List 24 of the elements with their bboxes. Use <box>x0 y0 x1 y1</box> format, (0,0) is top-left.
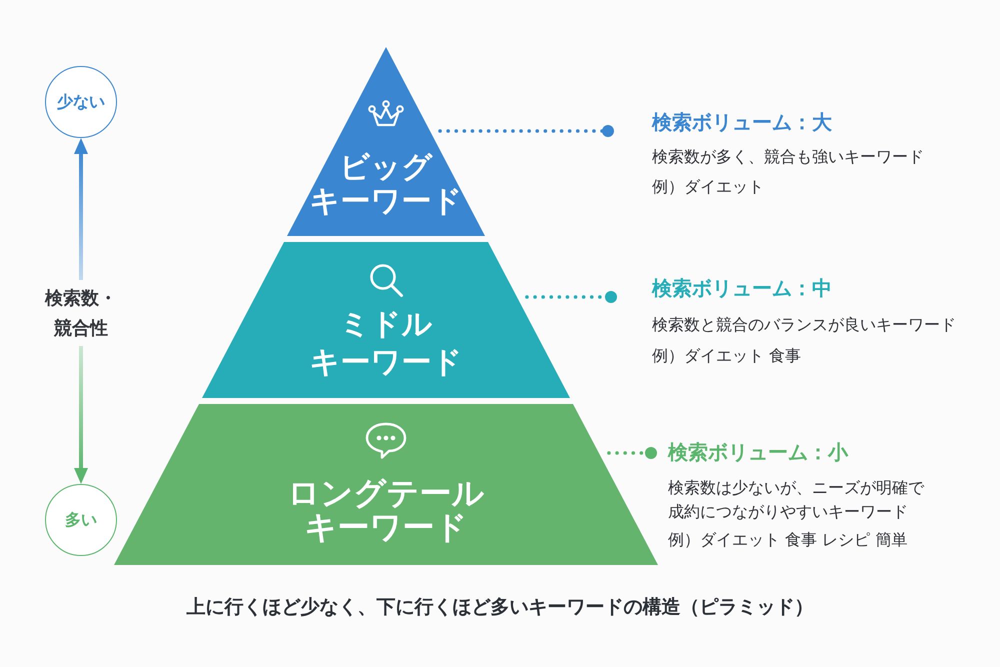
tier-label: ロングテールキーワード <box>286 476 486 544</box>
pyramid-tier <box>202 242 570 398</box>
volume-heading: 検索ボリューム：小 <box>668 439 850 466</box>
pyramid-tier <box>287 47 485 236</box>
pyramid-tier <box>114 404 658 565</box>
tier-label: ビッグキーワード <box>308 151 464 219</box>
example-text: 例）ダイエット 食事 <box>652 345 802 367</box>
volume-heading: 検索ボリューム：大 <box>652 109 833 136</box>
caption: 上に行くほど少なく、下に行くほど多いキーワードの構造（ピラミッド） <box>186 595 814 620</box>
scale-circle: 多い <box>45 484 117 556</box>
leader-line <box>438 125 614 137</box>
volume-heading: 検索ボリューム：中 <box>652 275 833 302</box>
description-text: 検索数が多く、競合も強いキーワード <box>652 146 925 168</box>
leader-line <box>525 291 617 303</box>
description-text: 検索数は少ないが、ニーズが明確で成約につながりやすいキーワード <box>668 477 926 523</box>
description-text: 検索数と競合のバランスが良いキーワード <box>652 314 957 336</box>
example-text: 例）ダイエット 食事 レシピ 簡単 <box>668 529 908 551</box>
arrow <box>74 138 88 280</box>
leader-line <box>607 447 657 459</box>
example-text: 例）ダイエット <box>652 176 765 198</box>
scale-circle: 少ない <box>45 66 117 138</box>
axis-label: 検索数・競合性 <box>41 284 121 344</box>
arrow <box>74 346 88 484</box>
tier-label: ミドルキーワード <box>308 306 464 382</box>
